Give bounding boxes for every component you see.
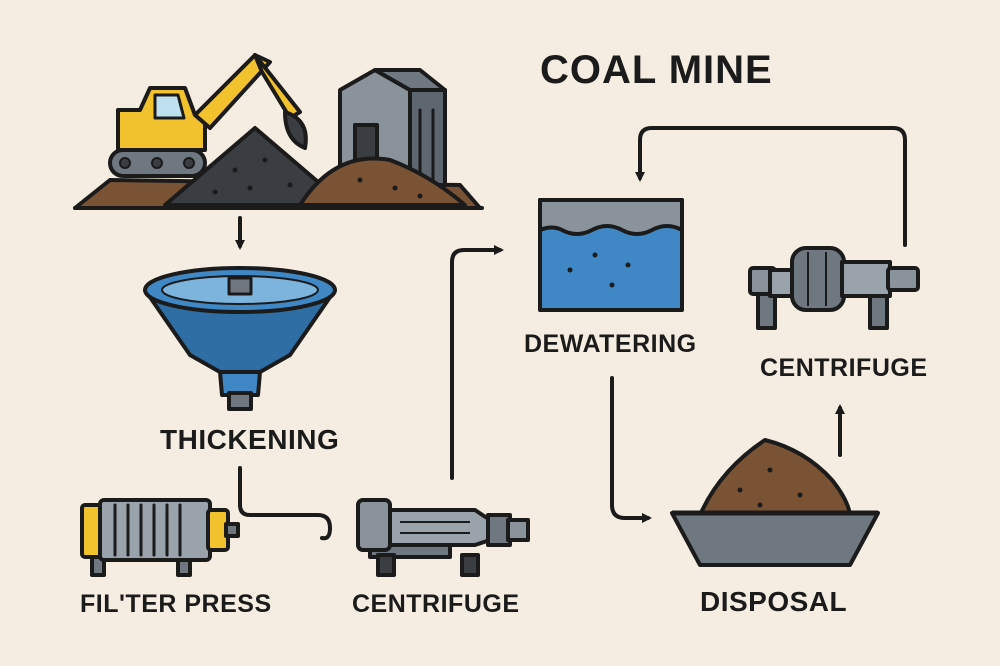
arrow-dewatering-to-disposal [610,376,652,523]
thickener-tank-icon [143,266,337,411]
centrifuge-bottom-icon [356,498,530,577]
arrow-centrifuge-loop-to-dewatering [635,126,907,247]
disposal-tray-icon [670,438,880,567]
thickening-label: THICKENING [160,424,340,455]
flow-arrows [235,126,907,541]
centrifuge-right-label: CENTRIFUGE [760,354,928,382]
coal-pile-icon [163,126,347,207]
disposal-label: DISPOSAL [700,586,848,617]
filter-press-icon [80,498,240,577]
soil-pile-icon [298,156,467,207]
arrow-centrifuge-to-dewatering [450,245,504,480]
excavator-icon [108,53,308,178]
centrifuge-right-icon [748,246,920,330]
dewatering-tank-icon [538,198,684,312]
filter-press-label: FIL'TER PRESS [80,590,272,618]
line-thickening-to-filter-press [238,466,332,541]
diagram-title: COAL MINE [540,48,773,92]
coal-mine-scene-icon [73,53,484,210]
dewatering-label: DEWATERING [524,330,697,358]
centrifuge-bottom-label: CENTRIFUGE [352,590,520,618]
